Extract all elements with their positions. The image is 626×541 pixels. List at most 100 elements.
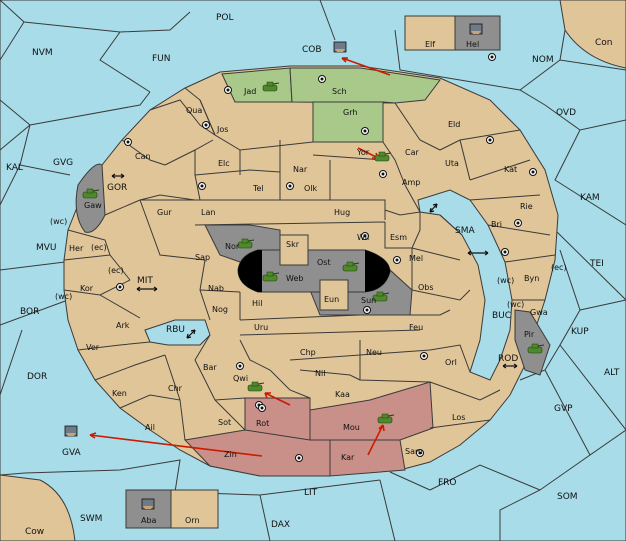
label-orl: Orl [445,358,457,367]
army-unit-jad[interactable] [262,81,280,92]
fleet-unit-gva[interactable] [64,425,78,437]
label-sap: Sap [195,253,210,262]
label-tei: TEI [589,259,604,269]
label-con: Con [595,38,613,48]
army-unit-sun[interactable] [372,291,390,302]
supply-center-dot-1 [226,88,230,92]
units-layer [64,23,545,510]
supply-center-dot-14 [118,285,122,289]
supply-center-dot-12 [363,234,367,238]
supply-center-dot-8 [488,138,492,142]
tank-gun-icon [382,292,390,295]
supply-center-dot-15 [365,308,369,312]
label-sot: Sot [218,418,231,427]
supply-center-dot-4 [126,140,130,144]
label-dax: DAX [271,520,290,530]
province-labels: Jad Sch Grh Eld Qua Jos Can Elc Nar Yor … [69,87,548,462]
supply-center-dot-6 [288,184,292,188]
label-mit: MIT [137,276,153,286]
tank-turret-icon [376,291,384,297]
label-eun: Eun [324,295,339,304]
label-lan: Lan [201,208,215,217]
province-kar[interactable] [329,439,406,477]
label-hel: Hel [466,40,479,49]
label-chr: Chr [168,384,183,393]
army-unit-web[interactable] [262,271,280,282]
label-gwa: Gwa [530,308,548,317]
label-kal: KAL [6,163,23,173]
label-tel: Tel [252,184,264,193]
label-chp: Chp [300,348,316,357]
label-eld: Eld [448,120,460,129]
inner-sea-rbu[interactable] [144,319,211,346]
label-cob: COB [302,45,322,55]
label-web: Web [286,274,303,283]
label-bar: Bar [203,363,217,372]
channel-arrows [111,173,518,369]
army-unit-ost[interactable] [342,261,360,272]
fleet-unit-aba[interactable] [141,498,155,510]
label-skr: Skr [286,240,300,249]
label-elc: Elc [218,159,230,168]
black-bar-east [365,250,390,292]
tank-turret-icon [531,343,539,349]
coast-wc-gwa: (wc) [507,300,524,309]
ship-hull-icon [471,31,481,34]
label-nom: NOM [532,55,554,65]
coast-ec-kor: (ec) [108,266,124,275]
province-jad[interactable] [221,67,293,103]
coast-wc-her: (wc) [50,217,67,226]
province-eun[interactable] [319,279,349,311]
label-kat: Kat [504,165,517,174]
coast-wc-kor: (wc) [55,292,72,301]
army-unit-pir[interactable] [527,343,545,354]
black-bar-west [238,250,262,292]
tank-gun-icon [92,189,100,192]
label-swm: SWM [80,514,102,524]
label-gva: GVA [62,448,82,458]
fleet-unit-cob[interactable] [333,41,347,53]
label-kar: Kar [341,453,355,462]
label-nar: Nar [293,165,308,174]
label-nor: Nor [225,242,240,251]
label-nab: Nab [208,284,224,293]
supply-center-dot-3 [204,123,208,127]
label-kup: KUP [571,327,589,337]
army-unit-qwi[interactable] [247,381,265,392]
supply-centers [116,53,537,462]
tank-turret-icon [241,238,249,244]
label-gor: GOR [107,183,127,193]
label-rod: ROD [498,354,518,364]
province-pir[interactable] [514,309,551,376]
province-gaw[interactable] [75,163,106,233]
province-skr[interactable] [279,234,309,266]
label-zin: Zin [224,450,237,459]
label-buc: BUC [492,311,511,321]
tank-gun-icon [387,414,395,417]
label-gvp: GVP [554,404,573,414]
coast-wc-byn: (wc) [497,276,514,285]
label-feu: Feu [409,323,423,332]
label-hug: Hug [334,208,350,217]
supply-center-dot-7 [381,172,385,176]
label-cow: Cow [25,527,44,537]
tank-turret-icon [381,413,389,419]
province-elf[interactable] [404,15,456,51]
label-nog: Nog [212,305,228,314]
army-unit-mou[interactable] [377,413,395,424]
label-fro: FRO [438,478,457,488]
province-orn[interactable] [170,489,219,529]
province-sch[interactable] [289,67,441,104]
army-unit-nor[interactable] [237,238,255,249]
label-bri: Bri [491,220,502,229]
fleet-unit-hel[interactable] [469,23,483,35]
ship-hull-icon [143,506,153,509]
label-bor: BOR [20,307,39,317]
label-uta: Uta [445,159,459,168]
label-uru: Uru [254,323,268,332]
army-unit-yor[interactable] [374,151,392,162]
label-ost: Ost [317,258,331,267]
army-unit-gaw[interactable] [82,188,100,199]
label-sch: Sch [332,87,347,96]
ship-hull-icon [335,49,345,52]
